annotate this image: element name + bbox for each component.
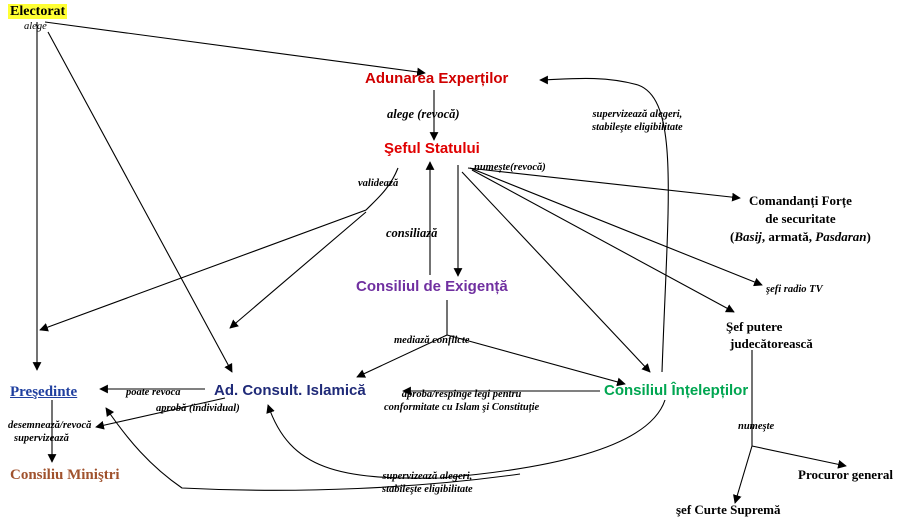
- presedinte-label: Preşedinte: [10, 384, 78, 400]
- edge-bottom-presedinte: [105, 407, 521, 491]
- edge-mediaza-islamica: [356, 334, 448, 378]
- comandanti-basij: Basij: [734, 229, 762, 244]
- edge-intelepti-adunarea: [539, 75, 669, 373]
- label-valideaza: validează: [358, 178, 399, 189]
- edge-seful-comandanti: [467, 167, 741, 202]
- label-alege-revoca: alege (revocă): [387, 107, 460, 121]
- label-supervizeaza-top: supervizează alegeri, stabileşte eligibi…: [592, 108, 683, 134]
- label-aproba-individual: aprobă (individual): [156, 403, 240, 414]
- intelepti-label: Consiliul Înțelepților: [604, 382, 749, 399]
- label-poate-revoca: poate revoca: [126, 387, 181, 398]
- ministri-node: Consiliu Miniştri: [10, 466, 120, 484]
- islamica-label: Ad. Consult. Islamică: [214, 382, 366, 399]
- comandanti-line3: (Basij, armată, Pasdaran): [730, 228, 871, 246]
- curte-node: şef Curte Supremă: [676, 502, 781, 517]
- comandanti-open: (: [730, 229, 735, 244]
- comandanti-line2: de securitate: [765, 211, 836, 226]
- procuror-node: Procuror general: [798, 467, 893, 482]
- ministri-label: Consiliu Miniştri: [10, 467, 120, 483]
- label-aproba-respinge-line2: conformitate cu Islam şi Constituție: [384, 402, 540, 413]
- edge-seful-islamica: [229, 211, 367, 329]
- label-numeste: numeşte: [738, 421, 775, 432]
- edge-numeste-curte: [733, 445, 753, 504]
- label-alege: alege: [24, 21, 47, 32]
- adunarea-label: Adunarea Experților: [365, 70, 509, 87]
- judiciar-line2: judecătorească: [730, 336, 813, 351]
- judiciar-line1: Şef putere: [726, 319, 783, 334]
- label-desemneaza-line1: desemnează/revocă: [8, 420, 92, 431]
- edge-seful-judiciar: [471, 169, 735, 313]
- comandanti-sep: , armată,: [761, 229, 816, 244]
- label-desemneaza: desemnează/revocă supervizează: [8, 419, 91, 445]
- edge-electorat-islamica: [47, 31, 233, 373]
- edge-intelepti-bottom: [266, 399, 666, 479]
- label-mediaza: mediază conflicte: [394, 335, 470, 346]
- label-supervizeaza-bottom: supervizează alegeri, stabileşte eligibi…: [382, 470, 473, 496]
- label-numeste-revoca: numeşte(revocă): [474, 162, 546, 173]
- judiciar-node: Şef putere judecătorească: [726, 318, 813, 352]
- presedinte-node: Preşedinte: [10, 383, 77, 401]
- edge-mediaza-intelepti: [446, 334, 626, 387]
- edge-seful-radio: [469, 167, 763, 287]
- edge-islamica-presedinte-aproba: [95, 397, 226, 430]
- edge-electorat-adunarea: [44, 21, 426, 77]
- label-supervizeaza-top-line2: stabileşte eligibilitate: [592, 122, 683, 133]
- edge-numeste-procuror: [751, 445, 847, 469]
- seful-label: Şeful Statului: [384, 140, 480, 157]
- intelepti-node: Consiliul Înțelepților: [604, 382, 748, 399]
- comandanti-pasdaran: Pasdaran: [815, 229, 867, 244]
- label-aproba-respinge: aproba/respinge legi pentru conformitate…: [384, 388, 539, 414]
- label-desemneaza-line2: supervizează: [14, 433, 69, 444]
- electorat-node: Electorat: [8, 2, 68, 20]
- label-supervizeaza-bottom-line2: stabileşte eligibilitate: [382, 484, 473, 495]
- adunarea-node: Adunarea Experților: [365, 70, 508, 87]
- edge-seful-presedinte: [39, 167, 399, 332]
- label-supervizeaza-bottom-line1: supervizează alegeri,: [382, 471, 473, 482]
- label-aproba-respinge-line1: aproba/respinge legi pentru: [401, 389, 522, 400]
- electorat-label: Electorat: [8, 4, 68, 19]
- exigenta-node: Consiliul de Exigență: [356, 278, 508, 295]
- comandanti-close: ): [866, 229, 871, 244]
- exigenta-label: Consiliul de Exigență: [356, 278, 508, 295]
- label-consiliaza: consiliază: [386, 226, 438, 240]
- label-supervizeaza-top-line1: supervizează alegeri,: [592, 109, 683, 120]
- islamica-node: Ad. Consult. Islamică: [214, 382, 366, 399]
- comandanti-node: Comandanți Forțe de securitate (Basij, a…: [730, 192, 871, 246]
- radio-node: şefi radio TV: [766, 284, 823, 295]
- edge-seful-intelepti: [461, 171, 651, 373]
- comandanti-line1: Comandanți Forțe: [748, 193, 852, 208]
- seful-node: Şeful Statului: [384, 140, 480, 157]
